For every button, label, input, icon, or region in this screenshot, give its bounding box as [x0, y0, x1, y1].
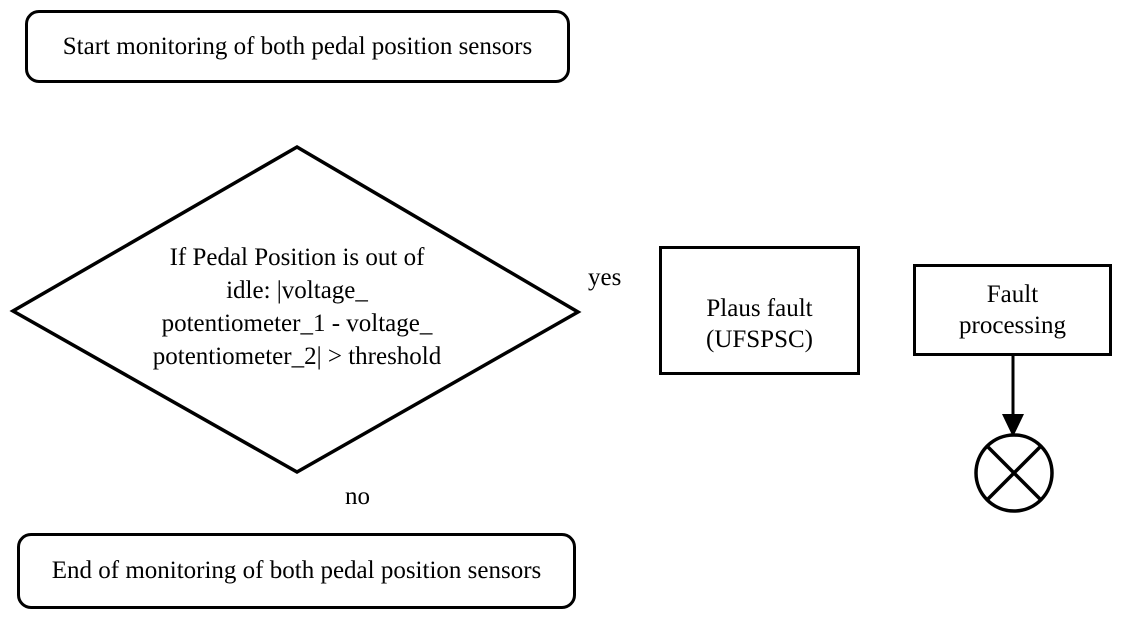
plaus-fault-node: Plaus fault (UFSPSC) — [659, 246, 860, 375]
no-branch-label: no — [345, 483, 370, 510]
terminator-cross-diagonal-2 — [985, 444, 1043, 502]
start-node-label: Start monitoring of both pedal position … — [62, 32, 533, 60]
end-node-label: End of monitoring of both pedal position… — [51, 557, 542, 584]
fault-processing-node-label: Fault processing — [959, 281, 1066, 339]
yes-branch-label: yes — [588, 264, 622, 291]
decision-diamond-shape — [9, 144, 582, 475]
end-node: End of monitoring of both pedal position… — [17, 533, 576, 609]
plaus-fault-node-label: Plaus fault (UFSPSC) — [706, 295, 813, 353]
start-node: Start monitoring of both pedal position … — [25, 10, 570, 83]
arrowhead-icon — [1002, 414, 1024, 437]
fault-processing-node: Fault processing — [913, 264, 1112, 356]
decision-node-label: If Pedal Position is out of idle: |volta… — [152, 244, 442, 370]
